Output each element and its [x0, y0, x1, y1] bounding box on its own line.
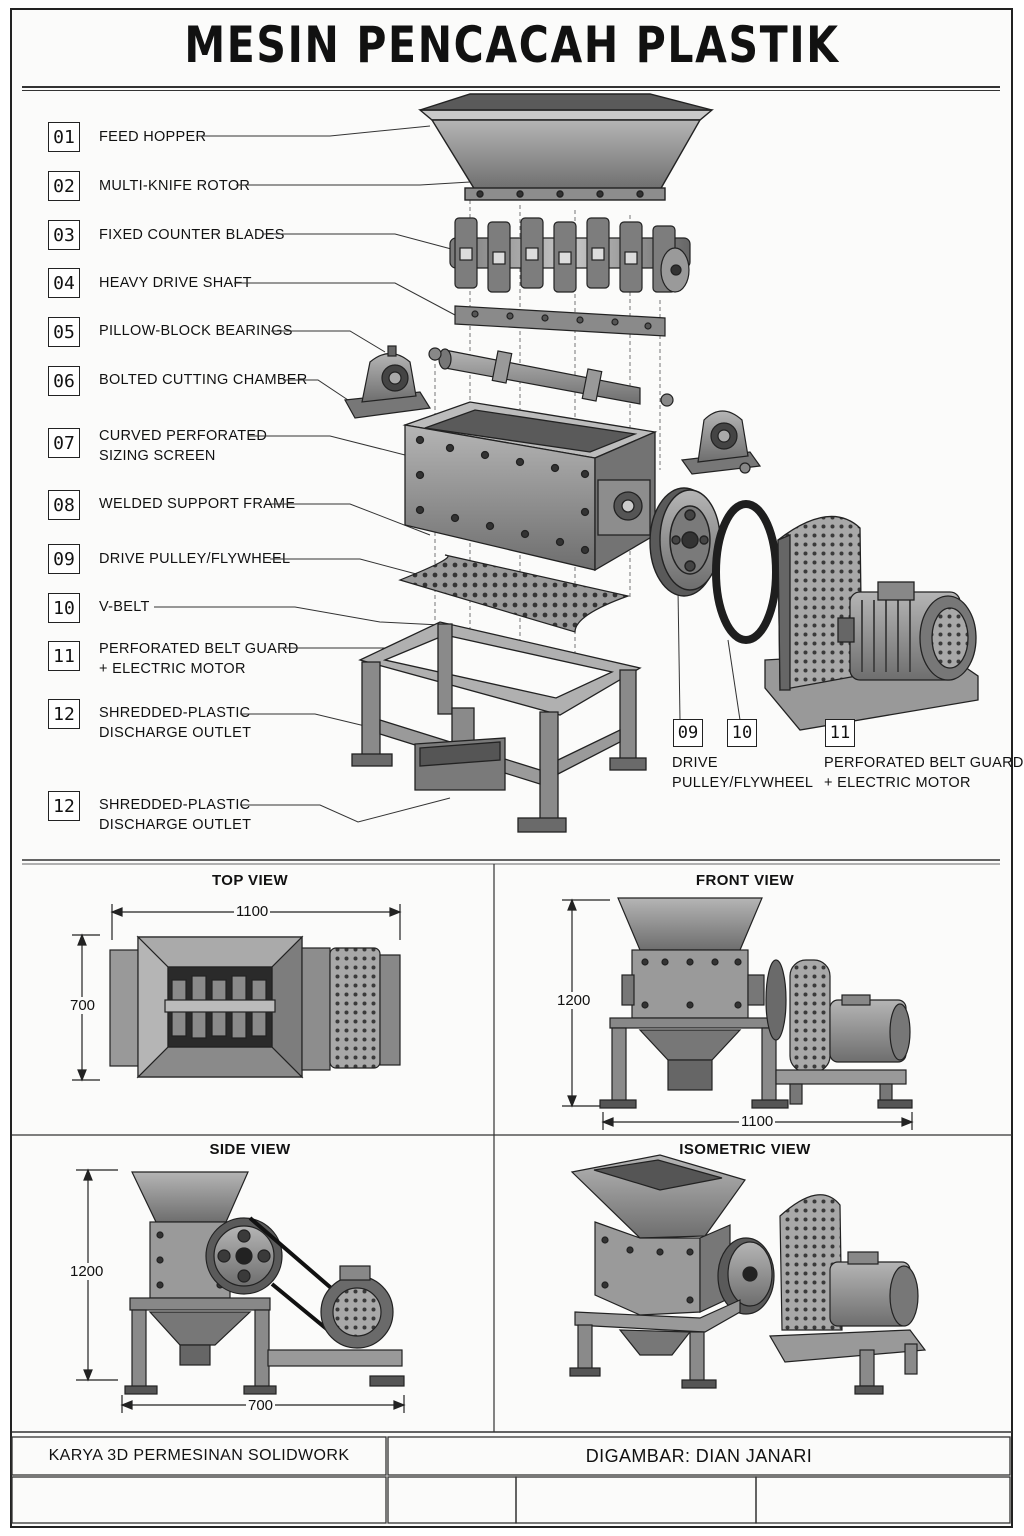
isometric-view-drawing [569, 1154, 927, 1395]
dimension-label: 1100 [739, 1113, 776, 1130]
part-number: 06 [48, 366, 80, 396]
part-number: 07 [48, 428, 80, 458]
bolted-cutting-chamber [402, 401, 658, 572]
part-label: BOLTED CUTTING CHAMBER [99, 372, 308, 388]
title-block [11, 1436, 1011, 1524]
part-label: FEED HOPPER [99, 129, 207, 145]
view-title-isometric: ISOMETRIC VIEW [679, 1141, 811, 1158]
title-rule [22, 86, 1000, 88]
part-label: WELDED SUPPORT FRAME [99, 496, 296, 512]
side-view-drawing [76, 1168, 406, 1413]
heavy-drive-shaft [428, 347, 674, 407]
dimension-label: 1100 [234, 903, 271, 920]
dimension-label: 1200 [68, 1263, 106, 1280]
callout-number: 11 [825, 719, 855, 747]
part-label: PILLOW-BLOCK BEARINGS [99, 323, 293, 339]
footer-left-text: KARYA 3D PERMESINAN SOLIDWORK [48, 1447, 350, 1464]
footer-right-text: DIGAMBAR: DIAN JANARI [585, 1446, 813, 1466]
top-view-drawing [72, 904, 402, 1082]
leader-lines [154, 125, 841, 823]
part-label: V-BELT [99, 599, 150, 615]
part-number: 12 [48, 699, 80, 729]
pillow-block-bearing-left [344, 345, 432, 419]
part-number: 08 [48, 490, 80, 520]
view-title-front: FRONT VIEW [695, 872, 795, 889]
part-number: 03 [48, 220, 80, 250]
dimension-label: 1200 [555, 992, 593, 1009]
view-title-top: TOP VIEW [212, 872, 288, 889]
part-number: 11 [48, 641, 80, 671]
part-label: PERFORATED BELT GUARD+ ELECTRIC MOTOR [99, 641, 299, 677]
part-number: 09 [48, 544, 80, 574]
multi-knife-rotor [449, 217, 691, 293]
part-number: 02 [48, 171, 80, 201]
pillow-block-bearing-right [680, 410, 762, 475]
part-number: 12 [48, 791, 80, 821]
part-label: DRIVE PULLEY/FLYWHEEL [99, 551, 291, 567]
front-view-drawing [562, 897, 914, 1130]
view-title-side: SIDE VIEW [209, 1141, 291, 1158]
drive-pulley-flywheel [649, 487, 721, 597]
dimension-label: 700 [246, 1397, 276, 1414]
welded-support-frame [351, 621, 647, 833]
curved-sizing-screen [398, 554, 631, 633]
part-number: 04 [48, 268, 80, 298]
v-belt [712, 500, 780, 644]
part-number: 01 [48, 122, 80, 152]
callout-label: PERFORATED BELT GUARD+ ELECTRIC MOTOR [824, 755, 1024, 791]
title-rule-thin [22, 90, 1000, 91]
part-number: 10 [48, 593, 80, 623]
callout-number: 09 [673, 719, 703, 747]
belt-guard-and-motor [764, 515, 979, 731]
dimension-label: 700 [68, 997, 98, 1014]
part-number: 05 [48, 317, 80, 347]
feed-hopper [418, 93, 714, 201]
callout-number: 10 [727, 719, 757, 747]
fixed-counter-blades [454, 305, 666, 337]
part-label: FIXED COUNTER BLADES [99, 227, 285, 243]
part-label: MULTI-KNIFE ROTOR [99, 178, 251, 194]
part-label: HEAVY DRIVE SHAFT [99, 275, 252, 291]
page-title: MESIN PENCACAH PLASTIK [184, 16, 840, 74]
